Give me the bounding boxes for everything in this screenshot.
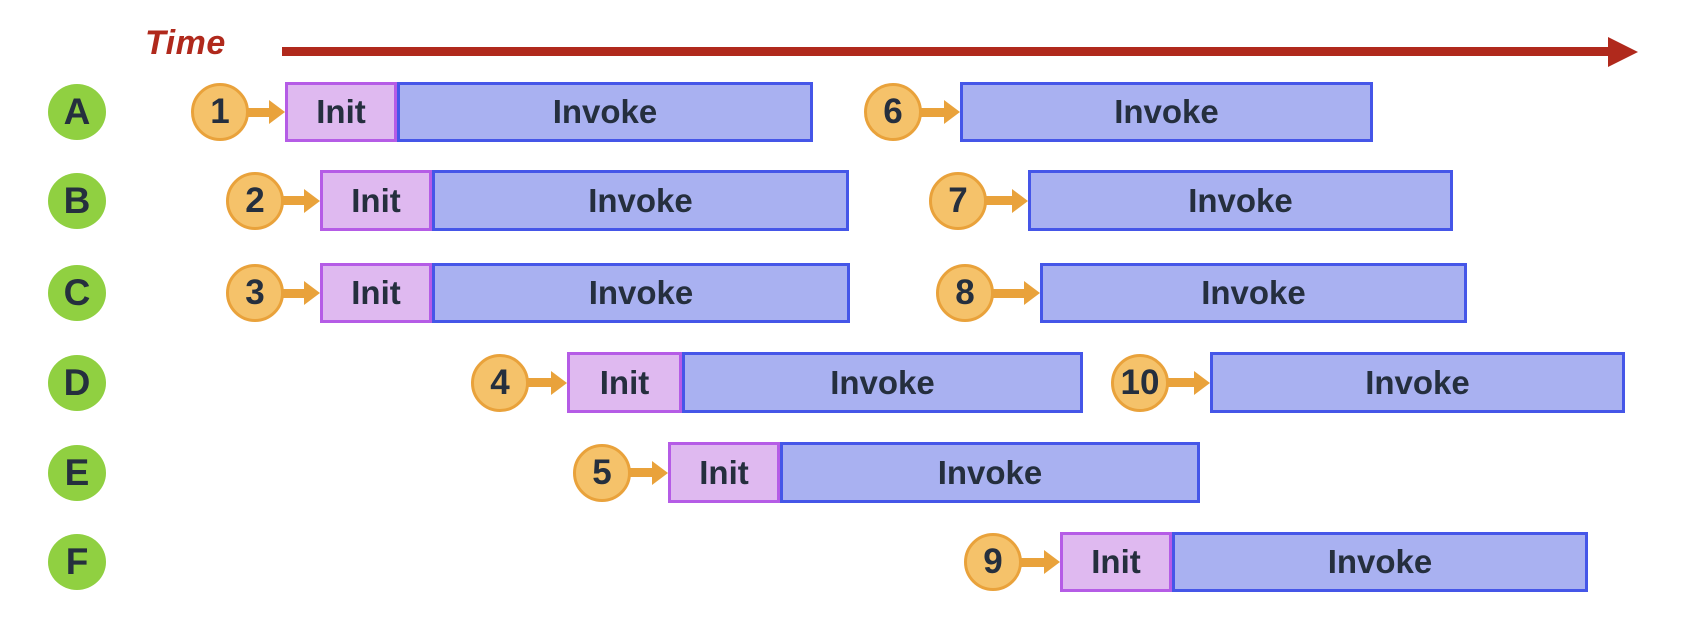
flow-arrow-shaft	[527, 378, 554, 387]
invoke-segment: Invoke	[432, 263, 850, 323]
sequence-badge: 10	[1111, 353, 1169, 412]
invoke-segment-label: Invoke	[1365, 363, 1470, 401]
init-segment: Init	[567, 352, 682, 413]
invoke-segment: Invoke	[1028, 170, 1453, 231]
flow-arrow-shaft	[1020, 557, 1047, 567]
sequence-badge: 3	[226, 264, 284, 322]
init-segment-label: Init	[1091, 543, 1141, 580]
invoke-segment-label: Invoke	[588, 181, 693, 219]
lane-label-circle: C	[48, 265, 106, 321]
flow-arrow-shaft	[1167, 378, 1197, 387]
flow-arrow-head-icon	[551, 370, 567, 395]
flow-arrow-shaft	[282, 196, 307, 205]
init-segment: Init	[1060, 532, 1172, 592]
lane-label-circle: E	[48, 444, 106, 501]
init-segment-label: Init	[351, 181, 401, 219]
init-segment-label: Init	[699, 453, 749, 491]
time-axis-arrowhead-icon	[1608, 37, 1638, 67]
invoke-segment: Invoke	[1040, 263, 1467, 323]
flow-arrow-head-icon	[304, 281, 320, 305]
flow-arrow-shaft	[629, 468, 655, 477]
invoke-segment-label: Invoke	[1114, 93, 1219, 130]
flow-arrow-shaft	[282, 288, 307, 298]
init-segment: Init	[320, 170, 432, 231]
flow-arrow-shaft	[985, 196, 1015, 205]
sequence-badge: 7	[929, 171, 987, 230]
flow-arrow-head-icon	[1194, 370, 1210, 395]
invoke-segment: Invoke	[682, 352, 1083, 413]
sequence-badge: 2	[226, 171, 284, 230]
sequence-badge: 5	[573, 443, 631, 502]
invoke-segment: Invoke	[432, 170, 849, 231]
invoke-segment: Invoke	[780, 442, 1200, 503]
flow-arrow-head-icon	[1012, 188, 1028, 213]
init-segment: Init	[285, 82, 397, 142]
init-segment: Init	[668, 442, 780, 503]
invoke-segment-label: Invoke	[937, 453, 1043, 491]
invoke-segment-label: Invoke	[1327, 543, 1433, 580]
time-axis-line	[282, 47, 1612, 56]
init-segment-label: Init	[316, 93, 366, 130]
invoke-segment-label: Invoke	[830, 363, 935, 401]
lane-label-circle: B	[48, 172, 106, 229]
invoke-segment-label: Invoke	[1201, 274, 1306, 311]
invoke-segment-label: Invoke	[1188, 181, 1293, 219]
flow-arrow-head-icon	[1024, 281, 1040, 305]
sequence-badge: 9	[964, 533, 1022, 591]
sequence-badge: 4	[471, 353, 529, 412]
init-segment-label: Init	[599, 363, 650, 401]
invoke-segment-label: Invoke	[552, 93, 658, 130]
flow-arrow-shaft	[992, 288, 1027, 298]
flow-arrow-head-icon	[1044, 550, 1060, 574]
invoke-segment: Invoke	[960, 82, 1373, 142]
invoke-segment: Invoke	[1210, 352, 1625, 413]
init-segment-label: Init	[351, 274, 401, 311]
lane-label-circle: A	[48, 84, 106, 140]
time-axis-label: Time	[145, 24, 226, 62]
flow-arrow-shaft	[247, 107, 272, 117]
invoke-segment: Invoke	[397, 82, 813, 142]
invoke-segment: Invoke	[1172, 532, 1588, 592]
init-segment: Init	[320, 263, 432, 323]
flow-arrow-head-icon	[304, 188, 320, 213]
invoke-segment-label: Invoke	[588, 274, 694, 311]
sequence-badge: 8	[936, 264, 994, 322]
sequence-badge: 1	[191, 83, 249, 141]
flow-arrow-head-icon	[944, 100, 960, 124]
flow-arrow-head-icon	[652, 460, 668, 485]
flow-arrow-head-icon	[269, 100, 285, 124]
flow-arrow-shaft	[920, 107, 947, 117]
lane-label-circle: F	[48, 534, 106, 590]
sequence-badge: 6	[864, 83, 922, 141]
lane-label-circle: D	[48, 354, 106, 411]
